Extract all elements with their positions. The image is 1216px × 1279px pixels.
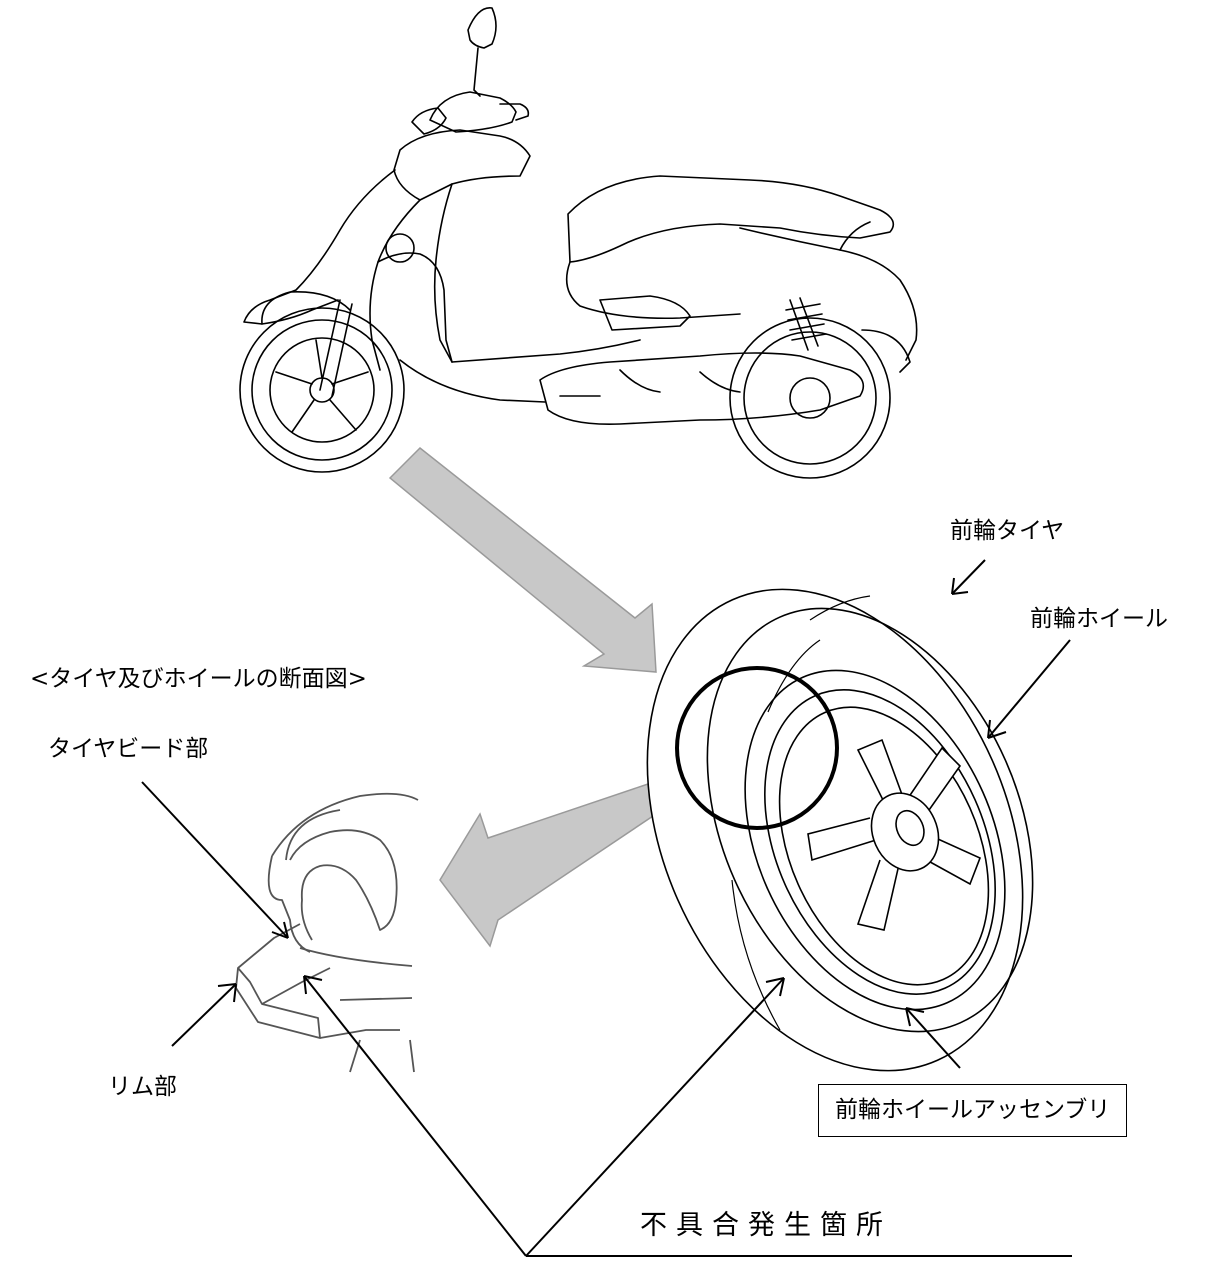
defect-highlight-circle [675, 666, 839, 830]
defect-pointer-wheel [525, 977, 785, 1257]
front-wheel-pointer [987, 639, 1071, 739]
front-wheel-illustration [646, 588, 1034, 1072]
leader-lines [141, 559, 1072, 1257]
defect-pointer-section [303, 975, 527, 1257]
label-section-title: <タイヤ及びホイールの断面図> [30, 666, 367, 692]
label-front-tire: 前輪タイヤ [950, 518, 1065, 544]
wheel-assembly-pointer [905, 1007, 961, 1069]
label-rim: リム部 [108, 1074, 177, 1100]
front-tire-pointer [951, 559, 986, 595]
scooter-illustration [239, 7, 918, 479]
tire-cross-section [235, 792, 419, 1073]
tire-bead-pointer [141, 781, 289, 939]
label-front-wheel: 前輪ホイール [1030, 606, 1168, 632]
zoom-arrow-down [388, 446, 657, 673]
rim-pointer [171, 983, 237, 1047]
zoom-arrow-left [439, 783, 657, 948]
label-defect-location: 不具合発生箇所 [640, 1210, 892, 1241]
label-wheel-assembly: 前輪ホイールアッセンブリ [818, 1084, 1128, 1137]
label-tire-bead: タイヤビード部 [48, 736, 209, 762]
